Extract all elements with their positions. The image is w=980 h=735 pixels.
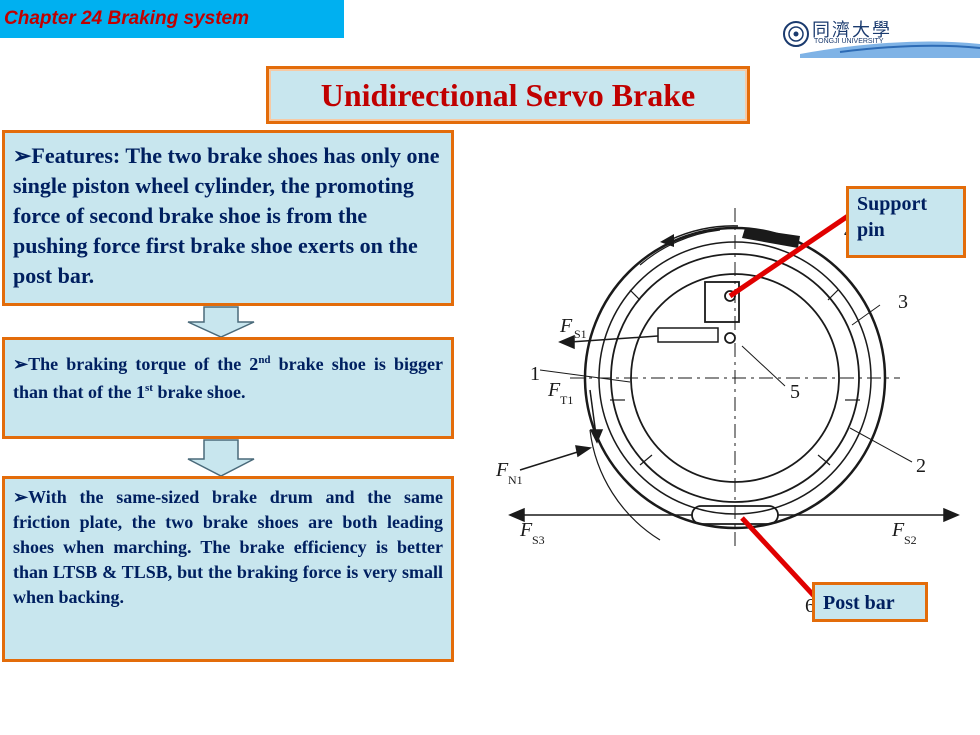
post-bar-callout: Post bar bbox=[812, 582, 928, 622]
slide-title-box: Unidirectional Servo Brake bbox=[266, 66, 750, 124]
force-sub-s2: S2 bbox=[904, 533, 917, 547]
force-label-fn1: F bbox=[495, 459, 509, 481]
down-arrow-icon bbox=[187, 439, 255, 477]
force-label-fs1: F bbox=[559, 315, 573, 337]
force-sub-s1: S1 bbox=[574, 327, 587, 341]
torque-sup-st: st bbox=[145, 382, 153, 394]
torque-text-1: ➢The braking torque of the 2 bbox=[13, 354, 259, 374]
force-label-fs3: F bbox=[519, 519, 533, 541]
efficiency-box: ➢With the same-sized brake drum and the … bbox=[2, 476, 454, 662]
force-sub-t1: T1 bbox=[560, 393, 573, 407]
torque-text-3: brake shoe. bbox=[152, 382, 246, 402]
torque-text-2: brake shoe is bigger than that of the 1 bbox=[13, 354, 443, 402]
force-sub-s3: S3 bbox=[532, 533, 545, 547]
logo-text-cn: 同濟大學 bbox=[812, 20, 892, 41]
university-logo: 同濟大學 TONGJI UNIVERSITY bbox=[780, 14, 980, 58]
part-number-2: 2 bbox=[916, 455, 926, 477]
torque-sup-nd: nd bbox=[258, 354, 271, 366]
post-bar-pointer bbox=[740, 516, 818, 600]
part-number-3: 3 bbox=[898, 291, 908, 313]
support-pin-pointer bbox=[728, 213, 850, 299]
force-label-fs2: F bbox=[891, 519, 905, 541]
down-arrow-icon bbox=[187, 306, 255, 338]
force-label-ft1: F bbox=[547, 379, 561, 401]
slide-title: Unidirectional Servo Brake bbox=[320, 76, 696, 113]
part-number-6: 6 bbox=[805, 595, 815, 617]
torque-box: ➢The braking torque of the 2nd brake sho… bbox=[2, 337, 454, 439]
part-number-1: 1 bbox=[530, 363, 540, 385]
logo-text-en: TONGJI UNIVERSITY bbox=[814, 38, 884, 45]
force-sub-n1: N1 bbox=[508, 473, 523, 487]
logo-emblem-icon bbox=[783, 21, 980, 58]
features-box: ➢Features: The two brake shoes has only … bbox=[2, 130, 454, 306]
support-pin-callout: Support pin bbox=[846, 186, 966, 258]
part-number-5: 5 bbox=[790, 381, 800, 403]
chapter-title: Chapter 24 Braking system bbox=[0, 0, 344, 38]
servo-brake-diagram: F S1 F T1 F N1 F S3 F S2 1 2 3 4 5 6 bbox=[495, 208, 960, 617]
